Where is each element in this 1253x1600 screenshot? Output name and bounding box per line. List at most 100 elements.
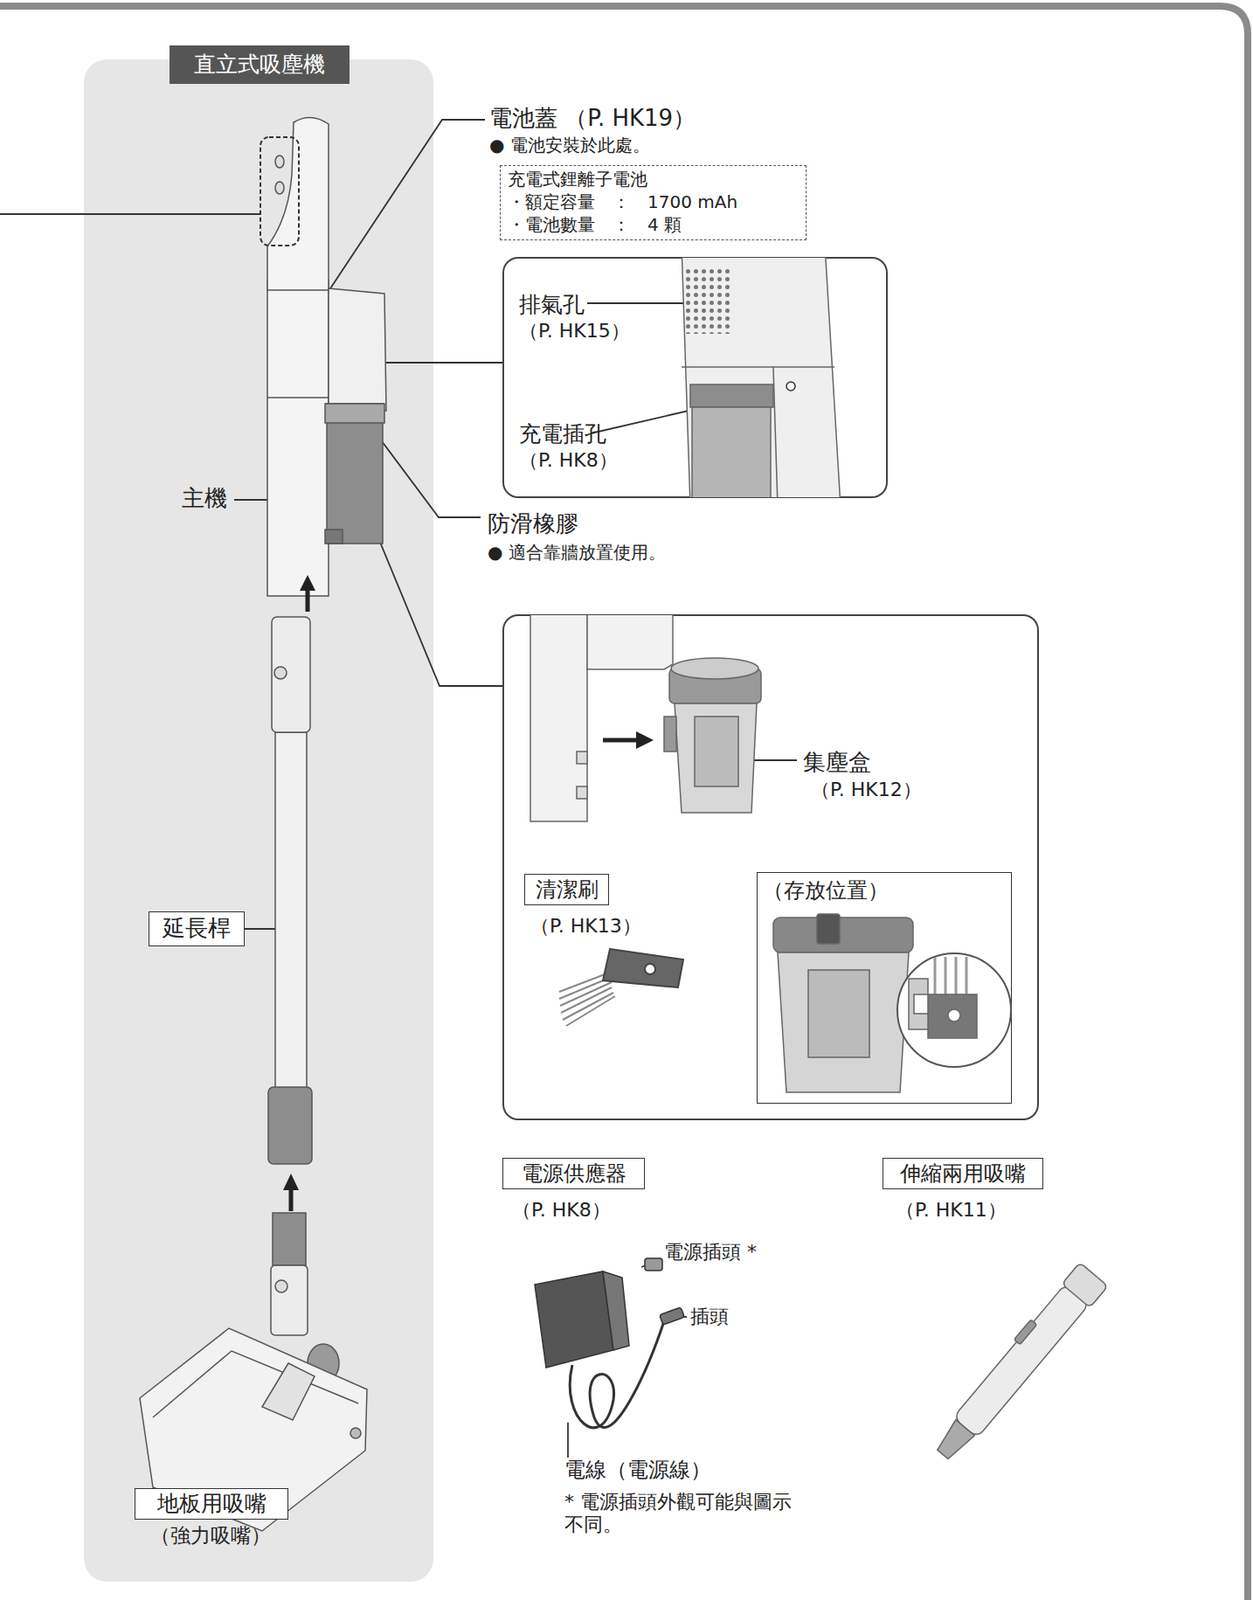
- direction-arrow-part: [636, 731, 654, 749]
- vacuum-main-body-part: [325, 403, 385, 423]
- storage-illustration-part: [773, 917, 914, 953]
- dust-box-detail-part: [671, 657, 759, 679]
- floor-nozzle: [139, 1212, 367, 1531]
- storage-illustration-part-part: [965, 956, 969, 997]
- leader-line-part: [301, 119, 485, 333]
- floor-nozzle-part: [152, 1350, 359, 1418]
- direction-arrow-part: [602, 738, 640, 743]
- node-text: （P. HK8）: [519, 449, 618, 472]
- node-text: （P. HK12）: [810, 778, 922, 802]
- extension-pipe: [268, 616, 312, 1164]
- leader-line-part: [672, 1315, 687, 1318]
- page-frame-part: [0, 6, 1248, 1600]
- extension-pipe-part: [275, 732, 307, 1091]
- dust-box-detail-part: [664, 716, 677, 752]
- part-name: 電線（電源線）: [564, 1457, 712, 1483]
- leader-line-part: [244, 927, 276, 930]
- note-text: ● 適合靠牆放置使用。: [487, 541, 666, 563]
- dust-box-detail-part: [576, 751, 588, 764]
- cleaning-brush-part: [559, 976, 612, 999]
- storage-illustration-part-part: [934, 956, 937, 997]
- part-name: 電源插頭 *: [664, 1240, 757, 1264]
- floor-nozzle-part: [275, 1280, 288, 1293]
- dust-box-detail-part: [587, 615, 673, 670]
- crevice-nozzle-part: [1013, 1319, 1037, 1345]
- vacuum-main-body-part: [325, 529, 343, 544]
- floor-nozzle-part: [270, 1265, 308, 1336]
- leader-line-part: [567, 1422, 569, 1458]
- node-heading: 排氣孔: [519, 291, 585, 319]
- leader-line-part: [590, 387, 787, 434]
- assembly-arrow-part: [305, 587, 311, 612]
- cleaning-brush-part: [602, 948, 684, 988]
- storage-frame: （存放位置）: [756, 872, 1012, 1104]
- vacuum-main-body-part: [267, 117, 329, 291]
- cleaning-brush-part: [560, 987, 612, 1013]
- leader-line-part: [587, 302, 687, 305]
- storage-illustration-part: [816, 913, 840, 944]
- exhaust-detail-part: [681, 257, 841, 498]
- node-heading: 集塵盒: [803, 748, 872, 776]
- storage-illustration-part-part: [927, 994, 977, 1039]
- storage-illustration-part-part: [908, 978, 928, 1030]
- crevice-nozzle: [927, 1261, 1108, 1467]
- part-label-box: 伸縮兩用吸嘴（P. HK11）: [882, 1157, 1044, 1190]
- node-text: （P. HK8）: [512, 1198, 611, 1222]
- leader-line-part: [385, 361, 503, 364]
- extension-pipe-part: [268, 1086, 312, 1164]
- part-name: 電池蓋 （P. HK19）: [489, 104, 696, 132]
- cleaning-brush-part: [566, 996, 616, 1026]
- part-label-box: 地板用吸嘴（強力吸嘴）: [134, 1488, 289, 1520]
- floor-nozzle-part: [139, 1328, 367, 1531]
- storage-illustration: [773, 913, 1011, 1093]
- note-text: ● 電池安裝於此處。: [489, 134, 651, 156]
- power-adapter-part: [644, 1258, 663, 1271]
- vacuum-main-body-part: [267, 396, 329, 399]
- spec-box: 充電式鋰離子電池・額定容量 ： 1700 mAh・電池數量 ： 4 顆: [499, 165, 807, 241]
- exhaust-detail-part: [681, 366, 835, 368]
- vacuum-main-body-part: [275, 155, 284, 168]
- leader-line-part: [753, 759, 797, 762]
- power-adapter: [534, 1258, 685, 1428]
- page-frame: [0, 6, 1248, 1600]
- exhaust-detail-part: [683, 269, 731, 334]
- footnote: * 電源插頭外觀可能與圖示 不同。: [564, 1490, 807, 1537]
- storage-illustration-part-part: [955, 956, 958, 997]
- dust-box-detail-part: [530, 615, 588, 822]
- power-adapter-part: [534, 1271, 614, 1368]
- node-text: 充電插孔: [519, 421, 607, 448]
- power-adapter-part: [659, 1307, 686, 1325]
- storage-illustration-part-part: [944, 956, 948, 997]
- crevice-nozzle-part: [1061, 1262, 1108, 1309]
- node-text: （P. HK13）: [530, 914, 642, 938]
- vacuum-main-body: [267, 117, 387, 596]
- part-label-box: 清潔刷（P. HK13）: [524, 873, 610, 906]
- node-heading: 電源供應器: [503, 1158, 644, 1189]
- floor-nozzle-part: [272, 1212, 306, 1266]
- vacuum-main-body-part: [275, 181, 284, 194]
- node-text: （P. HK15）: [519, 319, 630, 343]
- dust-box-detail-part: [694, 716, 739, 787]
- dust-box-detail-part: [674, 703, 757, 813]
- vacuum-main-body-part: [328, 288, 387, 411]
- part-name: 防滑橡膠: [487, 510, 579, 538]
- exhaust-detail: [681, 257, 841, 498]
- assembly-arrow: [283, 574, 316, 1212]
- node-heading: 充電式鋰離子電池: [507, 168, 648, 190]
- storage-illustration-part: [908, 956, 977, 1039]
- vacuum-main-body-part: [267, 279, 329, 596]
- direction-arrow: [602, 731, 654, 749]
- node-text: ・額定容量 ： 1700 mAh: [507, 191, 738, 213]
- floor-nozzle-part: [307, 1343, 340, 1383]
- floor-nozzle-part: [262, 1363, 315, 1420]
- leader-line: [0, 119, 797, 1458]
- assembly-arrow-part: [299, 574, 316, 591]
- assembly-arrow-part: [283, 1173, 299, 1191]
- dust-box-detail-part: [576, 786, 588, 799]
- node-text: （強力吸嘴）: [133, 1523, 288, 1549]
- leader-line-part: [641, 1259, 661, 1267]
- floor-nozzle-part: [350, 1427, 361, 1439]
- part-name: 主機: [181, 484, 228, 513]
- leader-line-part: [0, 213, 261, 215]
